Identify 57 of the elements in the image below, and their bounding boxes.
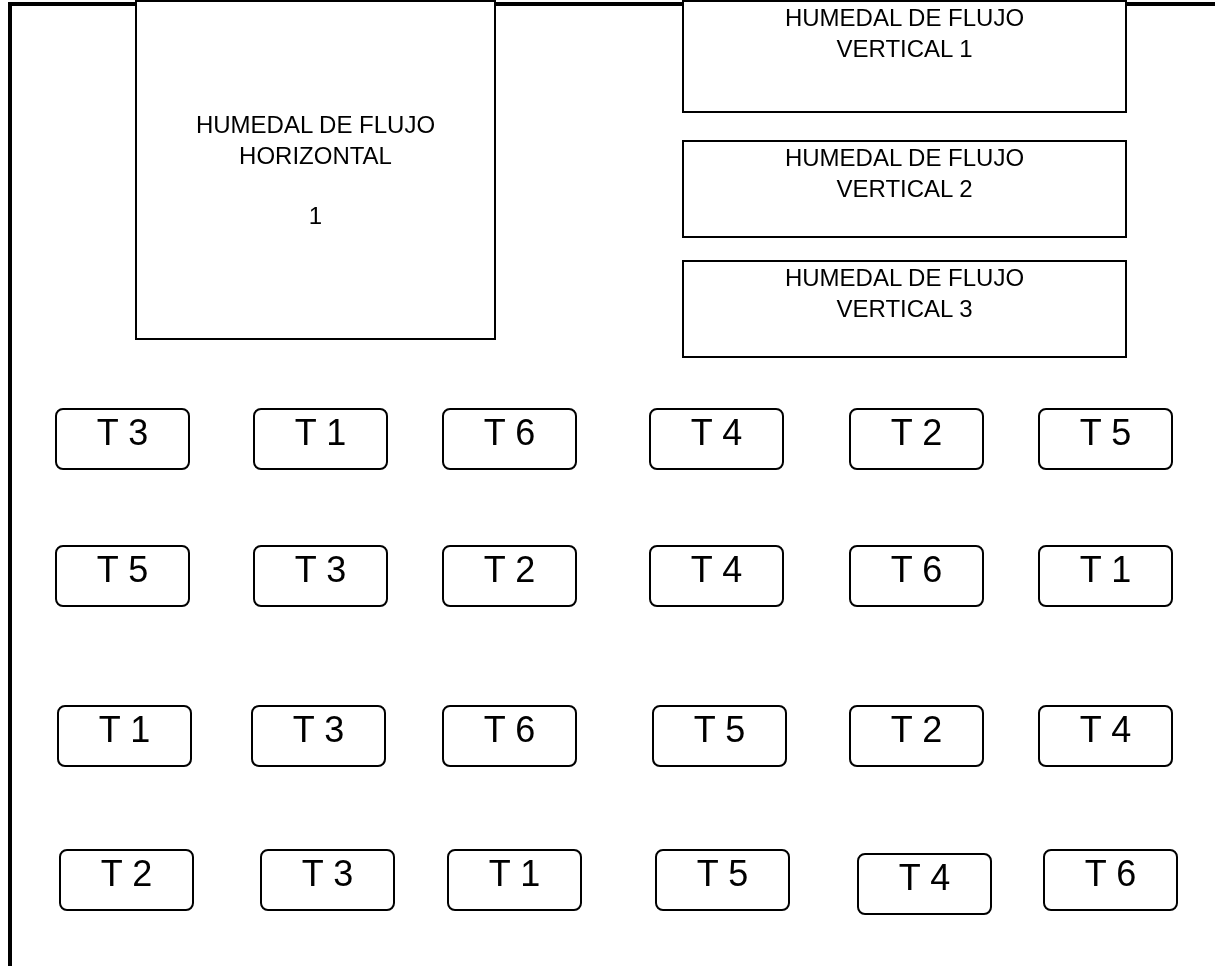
- plot-label: T 5: [696, 853, 749, 895]
- plot-label: T 6: [483, 412, 536, 454]
- plot-box: [253, 545, 388, 607]
- plot-box: [1043, 849, 1178, 911]
- plot-label: T 6: [1084, 853, 1137, 895]
- plot-label: T 5: [96, 549, 149, 591]
- wetland-label: HUMEDAL DE FLUJO VERTICAL 1: [783, 3, 1026, 65]
- plot-label: T 3: [294, 549, 347, 591]
- plot-label: T 1: [294, 412, 347, 454]
- plot-label: T 1: [98, 709, 151, 751]
- plot-label: T 2: [890, 412, 943, 454]
- plot-box: [59, 849, 194, 911]
- plot-box: [57, 705, 192, 767]
- plot-box: [442, 408, 577, 470]
- plot-label: T 2: [890, 709, 943, 751]
- wetland-number: 1: [308, 200, 323, 231]
- plot-box: [1038, 408, 1173, 470]
- plot-label: T 5: [1079, 412, 1132, 454]
- wetland-label: HUMEDAL DE FLUJO HORIZONTAL: [194, 110, 437, 172]
- plot-label: T 1: [488, 853, 541, 895]
- plot-box: [447, 849, 582, 911]
- plot-label: T 3: [96, 412, 149, 454]
- plot-box: [442, 705, 577, 767]
- plot-label: T 2: [100, 853, 153, 895]
- plot-box: [849, 408, 984, 470]
- plot-box: [251, 705, 386, 767]
- plot-label: T 4: [1079, 709, 1132, 751]
- plot-box: [253, 408, 388, 470]
- plot-box: [442, 545, 577, 607]
- plot-label: T 1: [1079, 549, 1132, 591]
- plot-label: T 5: [693, 709, 746, 751]
- plot-box: [1038, 545, 1173, 607]
- plot-label: T 6: [890, 549, 943, 591]
- plot-label: T 3: [292, 709, 345, 751]
- plot-box: [857, 853, 992, 915]
- wetland-label: HUMEDAL DE FLUJO VERTICAL 2: [783, 143, 1026, 205]
- plot-label: T 2: [483, 549, 536, 591]
- plot-label: T 4: [898, 857, 951, 899]
- wetland-label: HUMEDAL DE FLUJO VERTICAL 3: [783, 263, 1026, 325]
- plot-box: [655, 849, 790, 911]
- plot-label: T 3: [301, 853, 354, 895]
- plot-box: [849, 545, 984, 607]
- plot-box: [260, 849, 395, 911]
- plot-label: T 4: [690, 412, 743, 454]
- plot-box: [649, 545, 784, 607]
- wetland-box: [135, 0, 496, 340]
- plot-label: T 4: [690, 549, 743, 591]
- plot-box: [849, 705, 984, 767]
- plot-box: [55, 545, 190, 607]
- plot-box: [649, 408, 784, 470]
- wetland-box: [682, 0, 1127, 113]
- plot-box: [55, 408, 190, 470]
- wetland-box: [682, 140, 1127, 238]
- wetland-box: [682, 260, 1127, 358]
- plot-box: [1038, 705, 1173, 767]
- plot-label: T 6: [483, 709, 536, 751]
- plot-box: [652, 705, 787, 767]
